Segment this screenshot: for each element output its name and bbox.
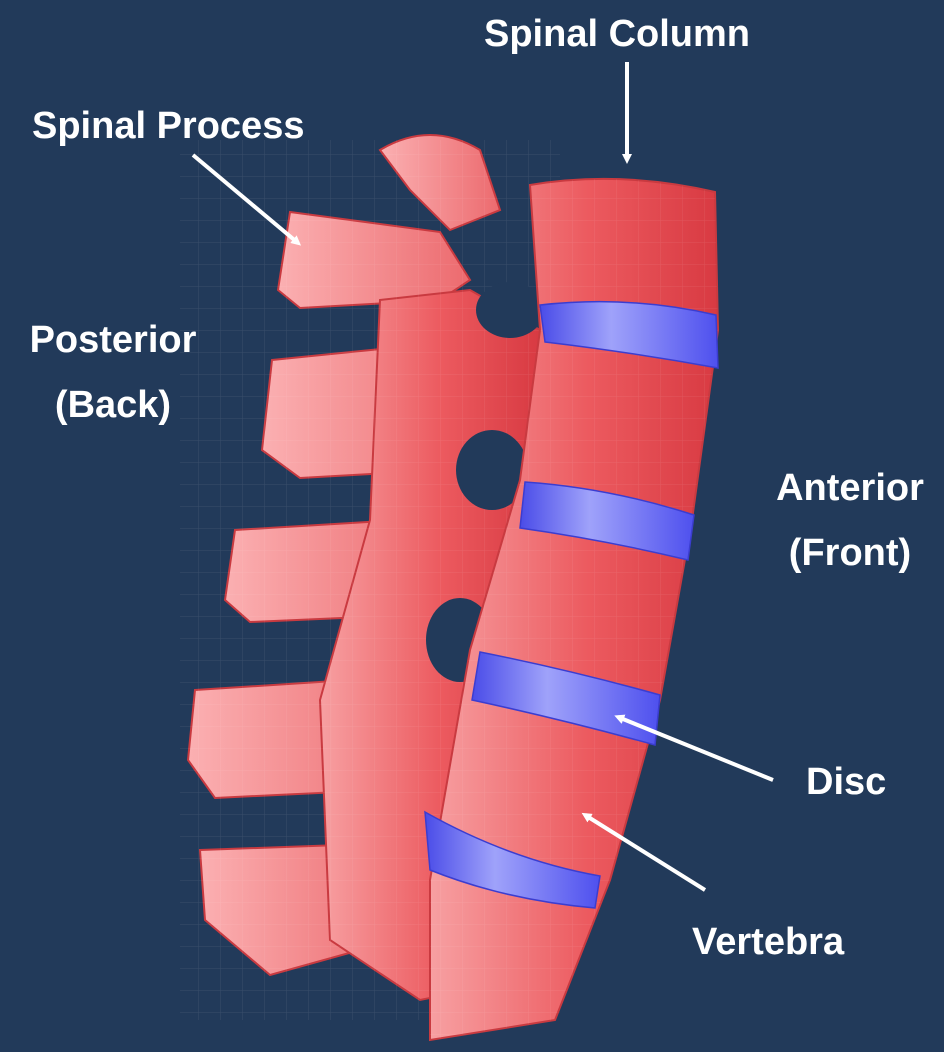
disc-text: Disc [806,750,886,815]
front-text: (Front) [766,521,934,586]
anterior-text: Anterior [766,456,934,521]
vertebra-text: Vertebra [692,910,844,975]
spinal-column-text: Spinal Column [484,2,750,67]
spinal-process-label: Spinal Process [32,94,304,159]
back-text: (Back) [20,373,206,438]
process-1 [380,135,500,230]
spinal-process-text: Spinal Process [32,94,304,159]
arrow-spinal-process [193,155,298,243]
disc-label: Disc [806,750,886,815]
posterior-text: Posterior [20,308,206,373]
foramen-1 [476,282,544,338]
vertebra-label: Vertebra [692,910,844,975]
spinal-column-label: Spinal Column [484,2,750,67]
anterior-label: Anterior (Front) [766,456,934,585]
posterior-label: Posterior (Back) [20,308,206,437]
